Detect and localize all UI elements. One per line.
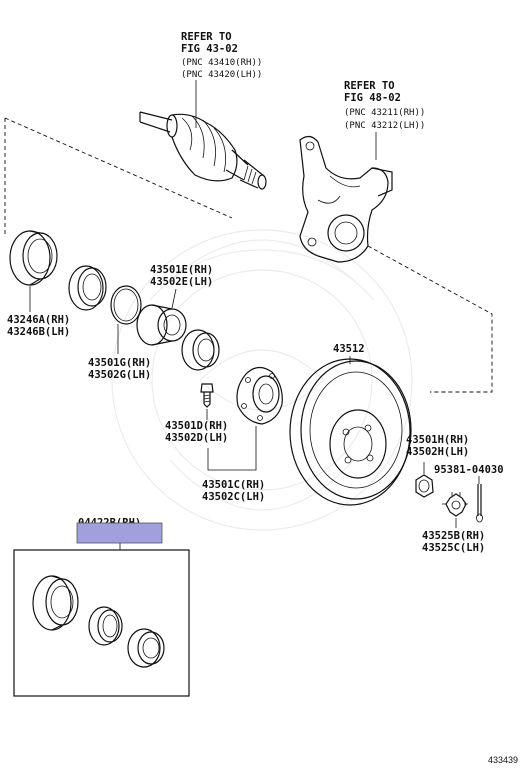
label-43525c: 43525C(LH) (422, 542, 485, 554)
kit-outer-race (88, 606, 123, 646)
label-43501g: 43501G(RH) (88, 357, 151, 369)
ref-driveshaft: REFER TO FIG 43-02 (PNC 43410(RH)) (PNC … (181, 31, 262, 80)
drive-shaft (139, 111, 267, 190)
lock-nut-part (415, 474, 434, 498)
kit-box (13, 549, 190, 697)
ref-knuckle-line1: REFER TO (344, 80, 395, 92)
label-43246b: 43246B(LH) (7, 326, 70, 338)
label-43501c: 43501C(RH) (202, 479, 265, 491)
assembly-boundary (4, 117, 493, 393)
ref-knuckle-line2: FIG 48-02 (344, 92, 401, 104)
kit-deflector (32, 575, 79, 631)
ref-driveshaft-line1: REFER TO (181, 31, 232, 43)
ref-driveshaft-line3: (PNC 43410(RH)) (181, 58, 262, 68)
outer-bearing-race (68, 265, 107, 311)
inner-bearing-race (181, 329, 220, 371)
label-43525b: 43525B(RH) (422, 530, 485, 542)
kit-highlight[interactable] (76, 522, 163, 544)
ref-knuckle-line4: (PNC 43212(LH)) (344, 121, 425, 131)
label-43502g: 43502G(LH) (88, 369, 151, 381)
label-43502h: 43502H(LH) (406, 446, 469, 458)
ref-knuckle: REFER TO FIG 48-02 (PNC 43211(RH)) (PNC … (344, 80, 425, 131)
brake-disc-part (289, 358, 412, 506)
hub-bolt-part (200, 383, 214, 408)
figure-id: 433439 (488, 755, 518, 765)
cotter-pin-part (476, 484, 483, 523)
ref-driveshaft-line4: (PNC 43420(LH)) (181, 70, 262, 80)
label-95381: 95381-04030 (434, 464, 504, 476)
label-43502e: 43502E(LH) (150, 276, 213, 288)
label-43501h: 43501H(RH) (406, 434, 469, 446)
label-43246a: 43246A(RH) (7, 314, 70, 326)
ref-knuckle-line3: (PNC 43211(RH)) (344, 108, 425, 118)
label-43502d: 43502D(LH) (165, 432, 228, 444)
hub-bearing-part (136, 304, 187, 346)
kit-inner-race (127, 628, 165, 668)
nut-lock-cap-part (442, 492, 468, 517)
ref-driveshaft-line2: FIG 43-02 (181, 43, 238, 55)
snap-ring-part (110, 285, 142, 325)
label-43512: 43512 (333, 343, 365, 355)
label-43501e: 43501E(RH) (150, 264, 213, 276)
axle-hub-part (236, 366, 283, 425)
steering-knuckle (299, 135, 393, 263)
label-43501d: 43501D(RH) (165, 420, 228, 432)
dust-deflector-part (9, 230, 58, 286)
label-43502c: 43502C(LH) (202, 491, 265, 503)
